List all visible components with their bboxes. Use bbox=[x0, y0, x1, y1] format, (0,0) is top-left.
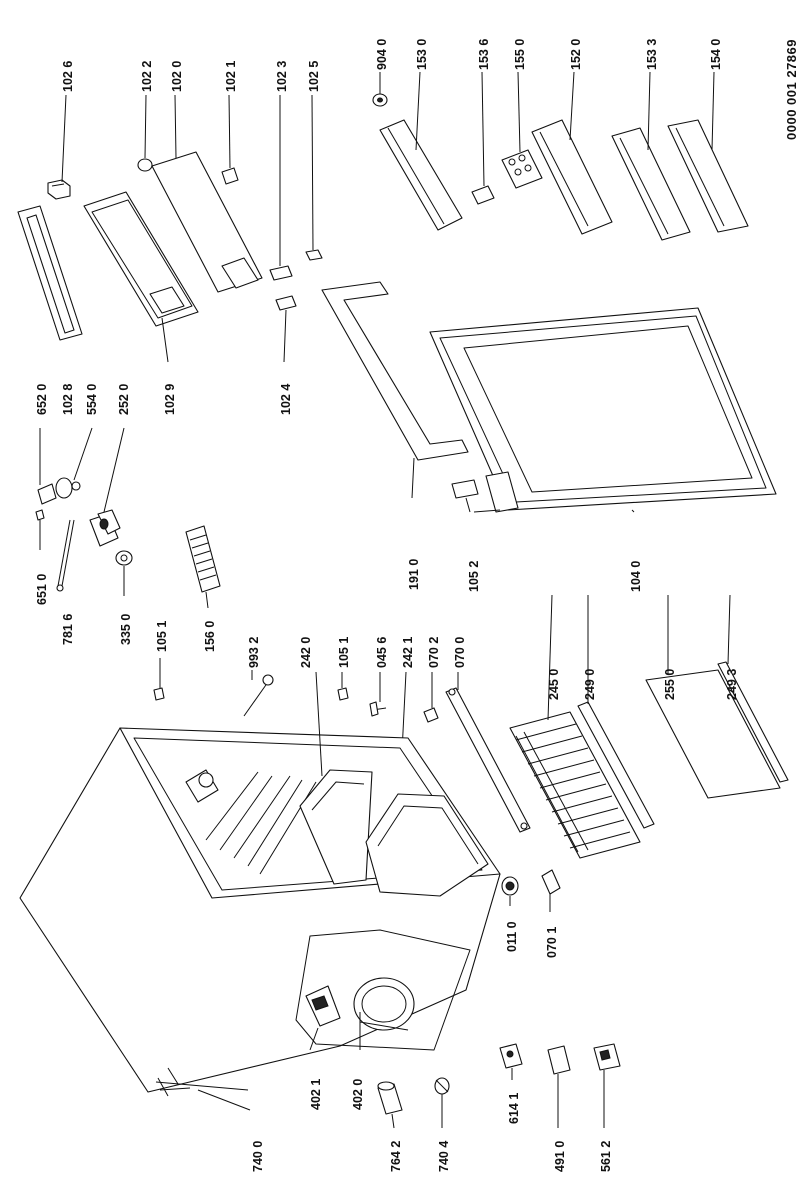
label-651-0: 651 0 bbox=[35, 574, 49, 605]
part-2550-glass-shelf bbox=[645, 669, 781, 799]
label-764-2: 764 2 bbox=[389, 1141, 403, 1172]
label-156-0: 156 0 bbox=[203, 621, 217, 652]
label-242-0: 242 0 bbox=[299, 637, 313, 668]
part-6510-lamp bbox=[35, 509, 45, 521]
part-4021-relay bbox=[305, 985, 341, 1027]
label-070-0: 070 0 bbox=[453, 637, 467, 668]
part-1530-shelf-cover bbox=[379, 119, 463, 231]
part-1536-clip bbox=[471, 185, 495, 205]
label-561-2: 561 2 bbox=[599, 1141, 613, 1172]
label-249-3: 249 3 bbox=[725, 669, 739, 700]
part-1023-hinge bbox=[269, 265, 293, 281]
label-242-1: 242 1 bbox=[401, 637, 415, 668]
part-3350-knob bbox=[115, 550, 133, 566]
part-1025-tab bbox=[305, 249, 323, 261]
label-152-0: 152 0 bbox=[569, 39, 583, 70]
label-070-2: 070 2 bbox=[427, 637, 441, 668]
label-191-0: 191 0 bbox=[407, 559, 421, 590]
label-614-1: 614 1 bbox=[507, 1093, 521, 1124]
part-0700-rail bbox=[445, 687, 531, 833]
part-2450-wire-shelf bbox=[509, 711, 641, 859]
part-1020-panel bbox=[151, 151, 263, 293]
part-1026-bracket bbox=[47, 179, 71, 200]
label-154-0: 154 0 bbox=[709, 39, 723, 70]
part-7816-cable bbox=[56, 519, 75, 592]
label-102-2: 102 2 bbox=[140, 61, 154, 92]
part-0456-pin bbox=[369, 701, 387, 717]
label-904-0: 904 0 bbox=[375, 39, 389, 70]
part-1540-door-bin bbox=[667, 119, 749, 233]
label-781-6: 781 6 bbox=[61, 614, 75, 645]
cabinet-body bbox=[19, 727, 501, 1097]
label-402-0: 402 0 bbox=[351, 1079, 365, 1110]
part-5540-thermostat bbox=[37, 477, 81, 505]
label-102-8: 102 8 bbox=[61, 384, 75, 415]
part-0701-foot bbox=[541, 869, 561, 895]
part-1560-ice-tray bbox=[185, 525, 221, 593]
label-105-2: 105 2 bbox=[467, 561, 481, 592]
label-102-9: 102 9 bbox=[163, 384, 177, 415]
part-9040-washer bbox=[372, 93, 388, 107]
part-1550-egg-tray bbox=[501, 149, 543, 189]
part-1052-hinge bbox=[451, 471, 519, 513]
part-7404-foot bbox=[434, 1077, 450, 1095]
part-1021-clip bbox=[221, 167, 239, 185]
label-245-0: 245 0 bbox=[547, 669, 561, 700]
part-1028-freezer-door bbox=[83, 191, 199, 327]
part-2493-strip bbox=[717, 661, 789, 783]
part-6141-switch bbox=[499, 1043, 523, 1069]
label-102-0: 102 0 bbox=[170, 61, 184, 92]
label-045-6: 045 6 bbox=[375, 637, 389, 668]
part-1040-main-door bbox=[429, 307, 777, 511]
label-102-3: 102 3 bbox=[275, 61, 289, 92]
label-104-0: 104 0 bbox=[629, 561, 643, 592]
part-1051-screw-a bbox=[153, 687, 165, 701]
label-102-5: 102 5 bbox=[307, 61, 321, 92]
label-155-0: 155 0 bbox=[513, 39, 527, 70]
part-0702-plug bbox=[423, 707, 439, 723]
part-0110-gear bbox=[501, 876, 519, 896]
part-1024-tab bbox=[275, 295, 297, 311]
label-740-4: 740 4 bbox=[437, 1141, 451, 1172]
label-993-2: 993 2 bbox=[247, 637, 261, 668]
label-102-6: 102 6 bbox=[61, 61, 75, 92]
label-153-6: 153 6 bbox=[477, 39, 491, 70]
part-7642-capacitor bbox=[377, 1081, 403, 1115]
label-070-1: 070 1 bbox=[545, 927, 559, 958]
part-1533-door-bin bbox=[611, 127, 691, 241]
part-6520-gasket bbox=[17, 205, 83, 341]
label-402-1: 402 1 bbox=[309, 1079, 323, 1110]
part-1022-knob bbox=[137, 158, 153, 172]
label-740-0: 740 0 bbox=[251, 1141, 265, 1172]
label-255-0: 255 0 bbox=[663, 669, 677, 700]
label-491-0: 491 0 bbox=[553, 1141, 567, 1172]
label-652-0: 652 0 bbox=[35, 384, 49, 415]
part-1520-door-bin bbox=[531, 119, 613, 235]
part-2520-housing bbox=[89, 509, 121, 547]
part-1051-screw-b bbox=[337, 687, 349, 701]
part-2490-strip bbox=[577, 701, 655, 829]
label-102-4: 102 4 bbox=[279, 384, 293, 415]
label-153-0: 153 0 bbox=[415, 39, 429, 70]
label-153-3: 153 3 bbox=[645, 39, 659, 70]
part-5612-connector bbox=[593, 1043, 621, 1071]
document-code: 0000 001 27869 bbox=[784, 39, 799, 140]
part-1910-gasket-frame bbox=[321, 281, 469, 461]
label-105-1-b: 105 1 bbox=[337, 637, 351, 668]
label-554-0: 554 0 bbox=[85, 384, 99, 415]
label-011-0: 011 0 bbox=[505, 921, 519, 952]
label-252-0: 252 0 bbox=[117, 384, 131, 415]
label-102-1: 102 1 bbox=[224, 61, 238, 92]
part-4020-compressor bbox=[353, 977, 415, 1031]
label-105-1-a: 105 1 bbox=[155, 621, 169, 652]
label-335-0: 335 0 bbox=[119, 614, 133, 645]
label-249-0: 249 0 bbox=[583, 669, 597, 700]
part-4910-cover bbox=[547, 1045, 571, 1075]
part-9932-sensor bbox=[243, 674, 274, 717]
